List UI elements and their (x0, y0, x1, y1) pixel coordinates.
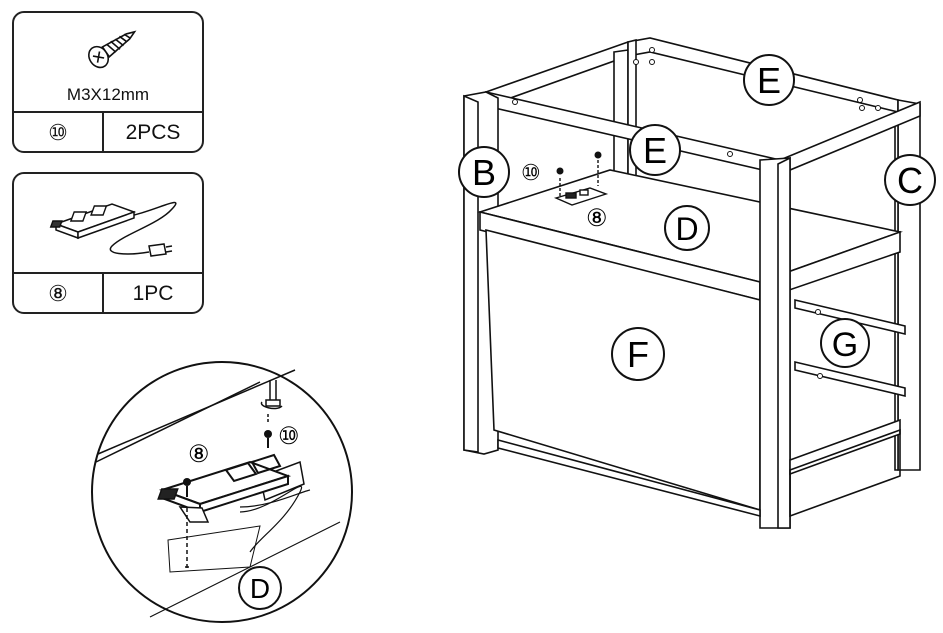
part-number: ⑩ (14, 113, 104, 151)
part-card-screw-image: M3X12mm (14, 13, 202, 113)
svg-text:E: E (757, 60, 781, 101)
part-number: ⑧ (14, 274, 104, 312)
part-quantity: 2PCS (125, 121, 181, 144)
label-e-top: E (743, 54, 795, 106)
screw-icon (88, 30, 137, 69)
label-e-front: E (629, 124, 681, 176)
svg-text:F: F (627, 334, 649, 375)
svg-text:C: C (897, 160, 923, 201)
part-card-power-strip: ⑧ 1PC (12, 172, 204, 314)
detail-callout: ⑩ ⑧ D (91, 361, 353, 623)
detail-screw-number: ⑩ (278, 423, 300, 450)
shelf-strip-number: ⑧ (586, 205, 608, 232)
part-card-screw: M3X12mm ⑩ 2PCS (12, 11, 204, 153)
part-quantity: 1PC (132, 282, 174, 305)
label-c: C (884, 154, 936, 206)
shelf-screw-number: ⑩ (521, 160, 541, 185)
svg-text:D: D (250, 573, 270, 604)
label-f: F (611, 327, 665, 381)
label-b: B (458, 146, 510, 198)
svg-text:B: B (472, 152, 496, 193)
label-d: D (664, 205, 710, 251)
detail-strip-number: ⑧ (188, 441, 210, 468)
svg-text:D: D (675, 211, 698, 247)
screw-spec: M3X12mm (66, 85, 150, 104)
power-strip-icon (49, 201, 177, 257)
svg-text:G: G (832, 326, 858, 364)
label-g: G (820, 318, 870, 368)
detail-label-d: D (238, 566, 282, 610)
svg-text:E: E (643, 130, 667, 171)
part-card-power-strip-image (14, 174, 202, 274)
